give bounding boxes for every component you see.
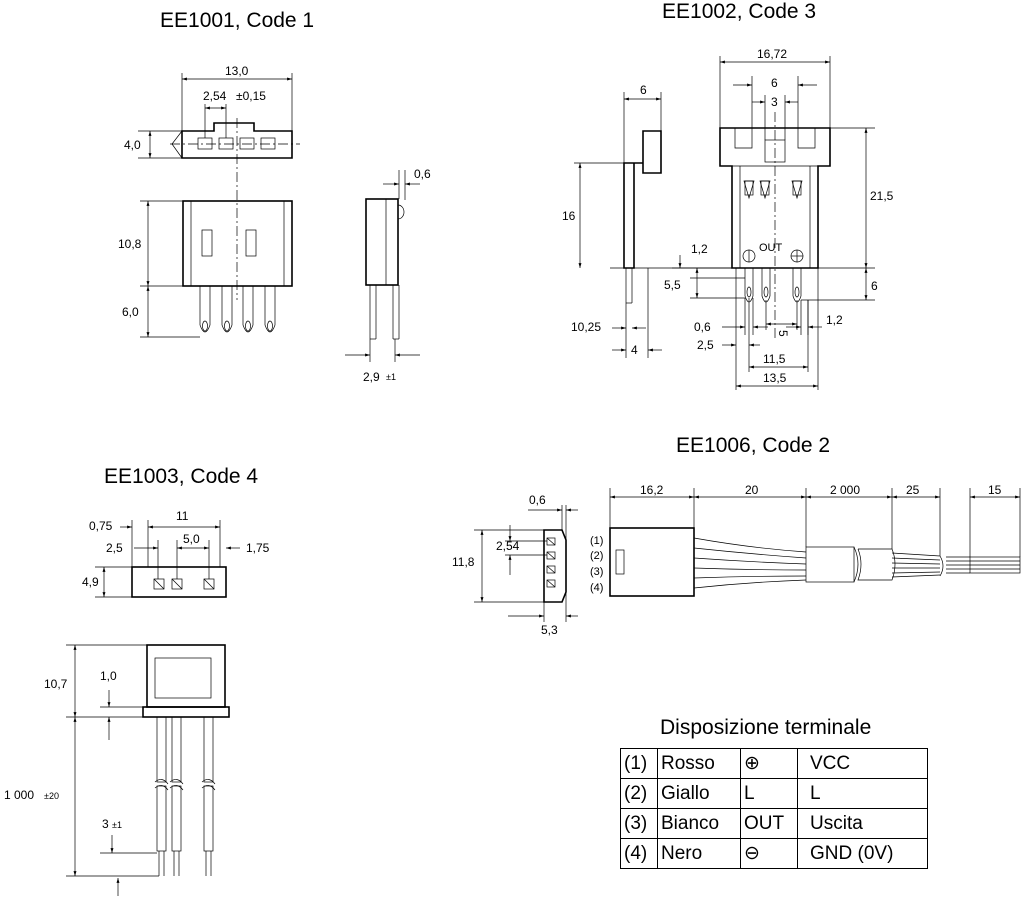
wire-color: Rosso	[657, 748, 741, 779]
ee1006-drawing: 0,6 11,8 2,54 5,3 (1) (2) (3) (4)	[452, 483, 1021, 637]
ee1003-lead-tol-label: ±20	[44, 791, 59, 801]
ee1006-seg5-label: 15	[988, 483, 1002, 497]
pin-assignment-table: (1) Rosso ⊕ VCC (2) Giallo L L (3) Bianc…	[620, 748, 928, 869]
ee1002-side-width-label: 6	[640, 83, 647, 97]
ee1006-pin-2: (2)	[590, 550, 603, 562]
ee1003-right-margin-label: 1,75	[246, 541, 270, 555]
ee1001-body-height-label: 10,8	[118, 237, 142, 251]
pin-symbol: ⊖	[740, 838, 798, 869]
ee1002-span-inner-label: 11,5	[763, 352, 786, 366]
pin-table-title: Disposizione terminale	[660, 716, 872, 739]
ee1001-side-pin-tol: ±1	[386, 372, 396, 382]
ee1002-pin-len-label: 5,5	[664, 278, 681, 292]
ee1002-slot-label: 6	[771, 76, 778, 90]
pin-function: L	[797, 778, 928, 809]
pin-symbol: ⊕	[740, 748, 798, 779]
ee1001-pitch-label: 2,54	[203, 89, 227, 103]
ee1002-side-height-label: 16	[562, 209, 576, 223]
ee1002-pin-spacing-label: 2,5	[697, 338, 714, 352]
ee1001-width-label: 13,0	[225, 64, 249, 78]
ee1002-span-outer-label: 13,5	[763, 371, 787, 385]
wire-color: Nero	[657, 838, 741, 869]
ee1006-seg3-label: 2 000	[830, 483, 860, 497]
ee1006-height-label: 11,8	[452, 555, 475, 569]
ee1002-pin-zone-label: 6	[871, 279, 878, 293]
pin-symbol: OUT	[740, 808, 798, 839]
ee1006-pin-4: (4)	[590, 582, 603, 594]
ee1003-flange-label: 1,0	[100, 669, 117, 683]
ee1002-width-label: 16,72	[757, 47, 787, 61]
ee1006-seg2-label: 20	[745, 483, 759, 497]
ee1003-body-height-label: 10,7	[44, 677, 68, 691]
ee1002-body-height-label: 21,5	[870, 189, 894, 203]
ee1006-pin-1: (1)	[590, 535, 603, 547]
title-ee1003: EE1003, Code 4	[104, 465, 258, 488]
table-row: (3) Bianco OUT Uscita	[620, 808, 928, 839]
ee1003-pitch2-label: 5,0	[183, 532, 200, 546]
ee1003-pitch-label: 2,5	[106, 541, 123, 555]
ee1006-pitch-label: 2,54	[496, 539, 520, 553]
pin-number: (2)	[620, 778, 658, 809]
ee1002-pin-pitch-half-label: 5	[776, 330, 790, 337]
title-ee1001: EE1001, Code 1	[160, 9, 314, 32]
ee1002-pin-thk-label: 1,2	[691, 242, 708, 256]
ee1002-pin-w-label: 0,6	[694, 320, 711, 334]
ee1006-seg1-label: 16,2	[640, 483, 664, 497]
wire-color: Bianco	[657, 808, 741, 839]
ee1003-strip-label: 3	[102, 817, 109, 831]
ee1001-height-top-label: 4,0	[124, 138, 141, 152]
ee1003-left-margin-label: 0,75	[89, 519, 113, 533]
table-row: (4) Nero ⊖ GND (0V)	[620, 838, 928, 869]
ee1006-pin-3: (3)	[590, 566, 603, 578]
ee1003-width-label: 11	[176, 509, 189, 523]
ee1006-thk-label: 0,6	[529, 493, 546, 507]
pin-function: GND (0V)	[797, 838, 928, 869]
ee1006-seg4-label: 25	[906, 483, 920, 497]
ee1001-side-pin-offset-label: 0,6	[414, 167, 431, 181]
ee1002-out-label: OUT	[759, 242, 783, 254]
pin-function: VCC	[797, 748, 928, 779]
title-ee1006: EE1006, Code 2	[676, 434, 830, 457]
ee1003-height-label: 4,9	[82, 575, 99, 589]
pin-function: Uscita	[797, 808, 928, 839]
pin-number: (1)	[620, 748, 658, 779]
ee1002-offset-label: 10,25	[571, 320, 601, 334]
ee1001-side-pin-spacing: 2,9	[363, 370, 380, 384]
wire-color: Giallo	[657, 778, 741, 809]
ee1002-drawing: 6 16 10,25 4 OUT	[562, 47, 894, 390]
ee1001-drawing: 13,0 2,54 ±0,15 4,0	[118, 64, 431, 384]
ee1006-depth-label: 5,3	[541, 623, 558, 637]
ee1001-pin-length-label: 6,0	[122, 305, 139, 319]
pin-number: (3)	[620, 808, 658, 839]
ee1003-drawing: 11 0,75 2,5 5,0 1,75 4,9	[4, 509, 270, 896]
ee1002-side-depth-label: 4	[631, 343, 638, 357]
table-row: (1) Rosso ⊕ VCC	[620, 748, 928, 779]
pin-symbol: L	[740, 778, 798, 809]
ee1002-pin-pitch-w-label: 1,2	[826, 313, 843, 327]
ee1002-slot-inner-label: 3	[771, 95, 778, 109]
ee1003-lead-len-label: 1 000	[4, 788, 34, 802]
ee1001-pitch-tol: ±0,15	[236, 89, 266, 103]
title-ee1002: EE1002, Code 3	[662, 0, 816, 23]
pin-number: (4)	[620, 838, 658, 869]
ee1003-strip-tol-label: ±1	[112, 820, 122, 830]
table-row: (2) Giallo L L	[620, 778, 928, 809]
